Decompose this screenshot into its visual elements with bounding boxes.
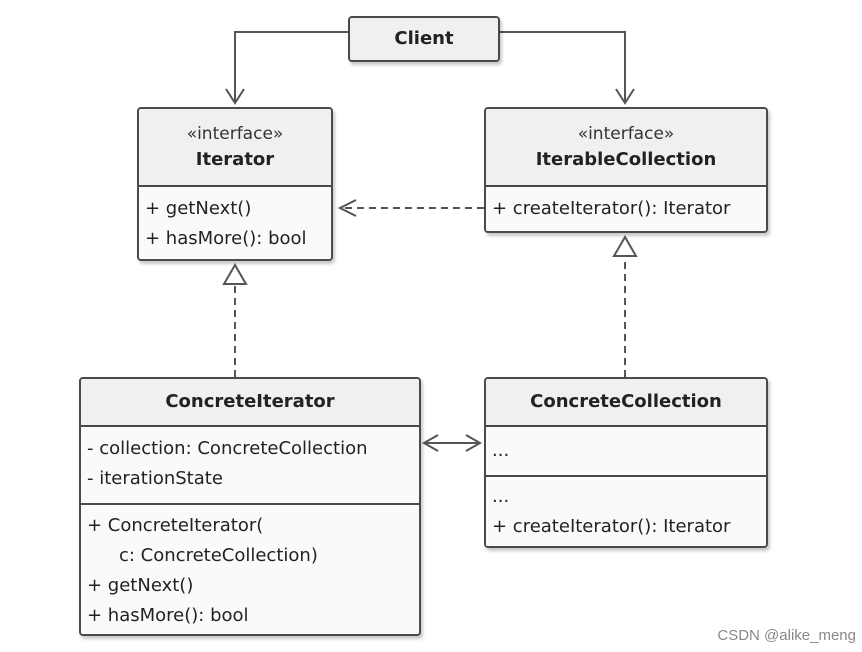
concrete-collection-method: ...	[492, 486, 510, 507]
arrowhead-association-left	[421, 434, 439, 452]
concrete-iterator-field: - iterationState	[87, 468, 223, 489]
arrowhead-concrete-collection-implements	[612, 235, 638, 257]
concrete-iterator-method: c: ConcreteCollection)	[119, 545, 318, 566]
arrowhead-concrete-iterator-implements	[222, 263, 248, 285]
concrete-collection-box: ConcreteCollection ... ... + createItera…	[484, 377, 768, 548]
concrete-collection-name: ConcreteCollection	[530, 391, 722, 412]
concrete-iterator-method: + ConcreteIterator(	[87, 515, 264, 536]
iterator-method: + hasMore(): bool	[145, 228, 307, 249]
concrete-collection-fields: ...	[486, 425, 766, 475]
iterator-interface-box: «interface» Iterator + getNext() + hasMo…	[137, 107, 333, 261]
iterable-collection-name: IterableCollection	[535, 149, 717, 170]
edge-client-to-iterable-collection	[500, 31, 626, 103]
concrete-iterator-field: - collection: ConcreteCollection	[87, 438, 368, 459]
iterator-header: «interface» Iterator	[139, 109, 331, 185]
iterator-methods: + getNext() + hasMore(): bool	[139, 185, 331, 259]
iterator-name: Iterator	[195, 149, 275, 170]
iterable-collection-stereotype: «interface»	[577, 124, 675, 144]
arrowhead-client-to-iterator	[225, 88, 245, 105]
concrete-iterator-method: + getNext()	[87, 575, 194, 596]
client-label: Client	[394, 28, 454, 49]
iterable-collection-header: «interface» IterableCollection	[486, 109, 766, 185]
iterator-method: + getNext()	[145, 198, 252, 219]
concrete-collection-header: ConcreteCollection	[486, 379, 766, 425]
client-box: Client	[348, 16, 500, 62]
concrete-collection-methods: ... + createIterator(): Iterator	[486, 475, 766, 546]
iterable-collection-interface-box: «interface» IterableCollection + createI…	[484, 107, 768, 233]
arrowhead-collection-depends-iterator	[337, 199, 357, 217]
edge-client-to-iterator	[234, 31, 350, 103]
concrete-iterator-header: ConcreteIterator	[81, 379, 419, 425]
arrowhead-association-right	[465, 434, 483, 452]
iterable-collection-methods: + createIterator(): Iterator	[486, 185, 766, 231]
concrete-collection-field: ...	[492, 440, 510, 461]
concrete-collection-method: + createIterator(): Iterator	[492, 516, 731, 537]
concrete-iterator-fields: - collection: ConcreteCollection - itera…	[81, 425, 419, 503]
concrete-iterator-methods: + ConcreteIterator( c: ConcreteCollectio…	[81, 503, 419, 634]
arrowhead-client-to-iterable-collection	[615, 88, 635, 105]
iterator-stereotype: «interface»	[186, 124, 284, 144]
concrete-iterator-box: ConcreteIterator - collection: ConcreteC…	[79, 377, 421, 636]
concrete-iterator-name: ConcreteIterator	[165, 391, 335, 412]
watermark-text: CSDN @alike_meng	[717, 627, 856, 644]
concrete-iterator-method: + hasMore(): bool	[87, 605, 249, 626]
iterable-collection-method: + createIterator(): Iterator	[492, 198, 731, 219]
